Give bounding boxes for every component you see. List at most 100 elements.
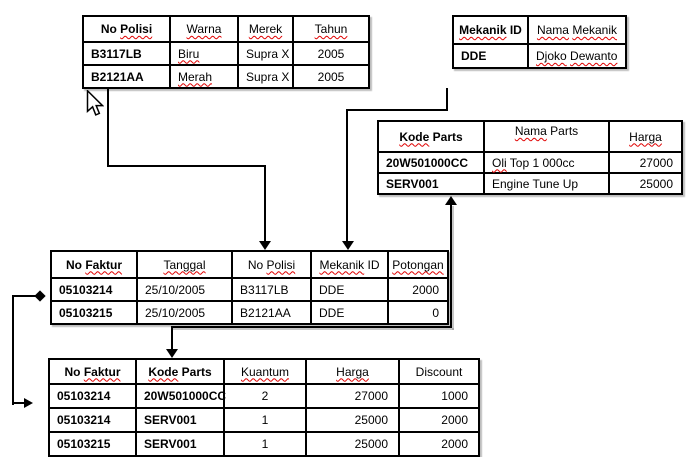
column-header: No Polisi (82, 15, 171, 43)
table-cell: SERV001 (135, 431, 225, 457)
misspelled-word: Tahun (314, 22, 348, 36)
column-header: Potongan (387, 250, 449, 279)
arrowhead-down-icon (259, 241, 271, 250)
misspelled-word: Nama (536, 23, 569, 37)
table-cell: Merah (169, 64, 239, 89)
table-cell: 2005 (292, 41, 370, 66)
column-header: Kuantum (223, 358, 307, 385)
table-cell: 2000 (398, 431, 480, 457)
table-cell: Oli Top 1 000cc (483, 151, 610, 174)
table-cell: Supra X (237, 64, 294, 89)
connector-vehicles-invoices-segment (107, 88, 109, 167)
misspelled-word: Merah (178, 69, 213, 84)
misspelled-word: Merek (248, 22, 283, 36)
connector-parts-items-segment (171, 326, 452, 328)
table-cell: 20W501000CC (377, 151, 485, 174)
column-header: Nama Mekanik (527, 15, 627, 45)
table-cell: 1 (223, 407, 307, 433)
column-header: Merek (237, 15, 294, 43)
table-cell: Djoko Dewanto (527, 43, 627, 69)
connector-invoices-items-segment (12, 295, 14, 405)
column-header: Kode Parts (135, 358, 225, 385)
connector-invoices-items-segment (12, 295, 38, 297)
misspelled-word: Warna (186, 22, 222, 36)
misspelled-word: Kode (148, 364, 179, 379)
connector-vehicles-invoices-segment (107, 165, 266, 167)
column-header: Harga (608, 120, 683, 153)
table-cell: 05103215 (50, 300, 138, 325)
misspelled-word: Faktur (85, 257, 123, 272)
table-cell: SERV001 (377, 172, 485, 195)
arrowhead-down-icon (166, 349, 178, 358)
table-cell: Engine Tune Up (483, 172, 610, 195)
table-cell: DDE (310, 300, 389, 325)
table-cell: 2000 (387, 277, 449, 302)
mouse-pointer-icon (86, 90, 104, 116)
connector-mechanics-invoices-segment (346, 109, 348, 242)
column-header: Tanggal (136, 250, 233, 279)
table-cell: Biru (169, 41, 239, 66)
table-cell: B3117LB (231, 277, 312, 302)
misspelled-word: Nama (514, 124, 547, 138)
table-cell: DDE (310, 277, 389, 302)
table-cell: 0 (387, 300, 449, 325)
misspelled-word: Polisi (120, 22, 153, 36)
misspelled-word: Harga (629, 129, 662, 144)
table-cell: B3117LB (82, 41, 171, 66)
arrowhead-up-icon (445, 196, 457, 205)
misspelled-word: Polisi (266, 257, 296, 272)
table-cell: 1 (223, 431, 307, 457)
column-header: Mekanik ID (452, 15, 529, 45)
connector-mechanics-invoices-segment (446, 88, 448, 111)
table-cell: 25000 (305, 431, 400, 457)
column-header: Tahun (292, 15, 370, 43)
table-cell: 25000 (305, 407, 400, 433)
table-cell: 2000 (398, 407, 480, 433)
misspelled-word: Mekanik (572, 23, 618, 37)
misspelled-word: Biru (178, 46, 200, 61)
table-cell: 05103214 (48, 383, 137, 409)
header-row: No Polisi Warna Merek Tahun (82, 15, 370, 43)
table-cell: 05103215 (48, 431, 137, 457)
table-cell: 27000 (608, 151, 683, 174)
column-header: No Faktur (50, 250, 138, 279)
misspelled-word: Tanggal (163, 257, 206, 272)
column-header: Harga (305, 358, 400, 385)
misspelled-word: Kode (399, 129, 430, 144)
table-cell: 25/10/2005 (136, 277, 233, 302)
column-header: Discount (398, 358, 480, 385)
misspelled-word: Kuantum (240, 364, 290, 379)
column-header: Mekanik ID (310, 250, 389, 279)
table-cell: 1000 (398, 383, 480, 409)
misspelled-word: Mekanik (319, 257, 365, 272)
misspelled-word: Djoko (536, 49, 567, 63)
column-header: No Faktur (48, 358, 137, 385)
table-cell: B2121AA (231, 300, 312, 325)
connector-parts-items-segment (171, 326, 173, 351)
connector-vehicles-invoices-segment (264, 165, 266, 242)
misspelled-word: Faktur (83, 364, 121, 379)
table-cell: DDE (452, 43, 529, 69)
table-cell: B2121AA (82, 64, 171, 89)
misspelled-word: Oli (492, 155, 507, 170)
connector-parts-items-segment (450, 204, 452, 328)
table-cell: SERV001 (135, 407, 225, 433)
table-cell: 25/10/2005 (136, 300, 233, 325)
table-cell: 05103214 (50, 277, 138, 302)
